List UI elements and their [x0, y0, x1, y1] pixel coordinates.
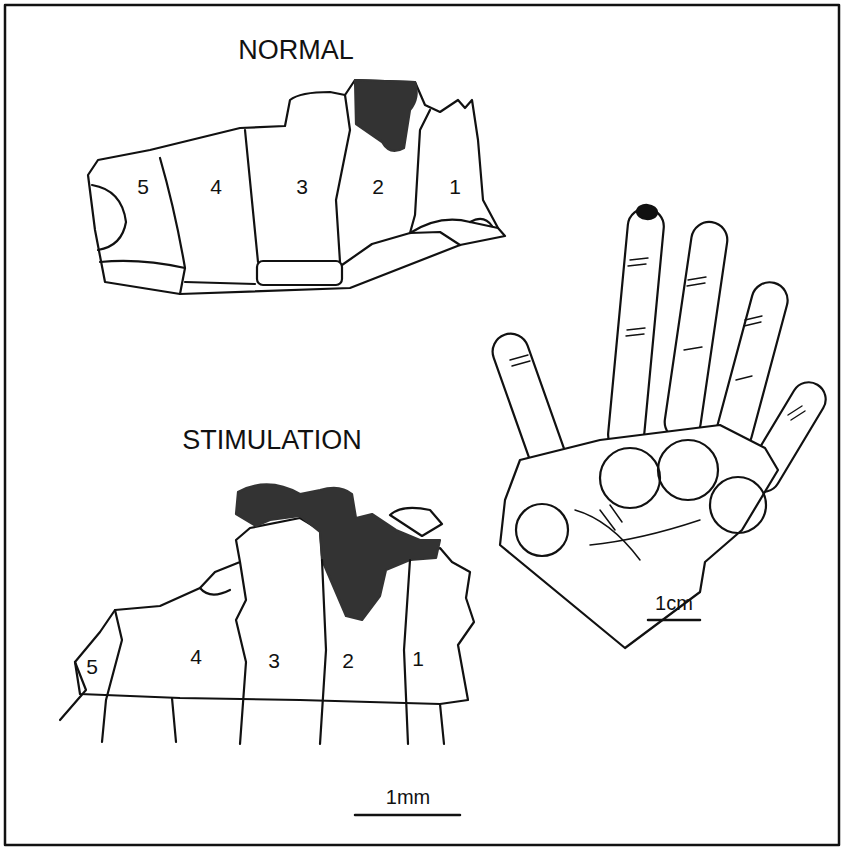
- scale-bar: [648, 619, 700, 622]
- scale-bar: [355, 814, 460, 817]
- digit-number: 2: [342, 650, 354, 671]
- digit-number: 3: [268, 650, 280, 671]
- digit-number: 4: [210, 176, 222, 197]
- normal-map: [88, 80, 505, 294]
- digit-number: 5: [137, 176, 149, 197]
- stimulated-tip: [636, 204, 657, 220]
- shaded-field: [355, 80, 417, 151]
- scale-label: 1mm: [386, 787, 430, 807]
- scale-label: 1cm: [655, 593, 693, 613]
- shaded-field: [236, 484, 440, 620]
- map-title: STIMULATION: [182, 427, 362, 454]
- digit-number: 1: [449, 176, 461, 197]
- digit-number: 2: [372, 176, 384, 197]
- digit-number: 5: [86, 656, 98, 677]
- stimulation-map: [60, 484, 474, 744]
- digit-number: 1: [412, 648, 424, 669]
- map-title: NORMAL: [238, 37, 354, 64]
- frame: [5, 5, 839, 845]
- digit-number: 3: [296, 176, 308, 197]
- digit-number: 4: [190, 646, 202, 667]
- hand-drawing: [488, 204, 832, 648]
